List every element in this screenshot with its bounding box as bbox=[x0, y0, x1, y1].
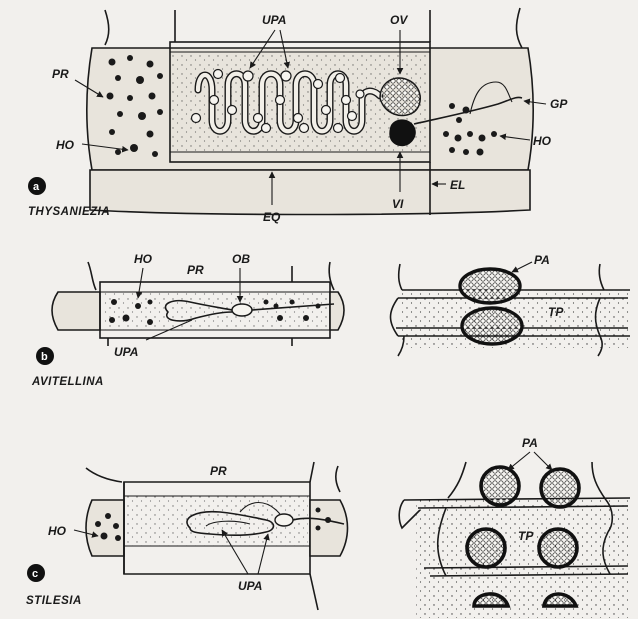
panel-b: HO PR OB UPA PA TP b AVITELLINA bbox=[31, 252, 630, 388]
panel-b-badge-text: b bbox=[41, 351, 48, 363]
label-vi: VI bbox=[392, 197, 404, 211]
label-pa-b: PA bbox=[534, 253, 550, 267]
label-upa-c: UPA bbox=[238, 579, 262, 593]
label-ho-a-left: HO bbox=[56, 138, 75, 152]
ob-organ-c bbox=[275, 514, 293, 526]
label-ho-c: HO bbox=[48, 524, 67, 538]
label-el: EL bbox=[450, 178, 465, 192]
label-pr-c: PR bbox=[210, 464, 227, 478]
label-ho-a-right: HO bbox=[533, 134, 552, 148]
panel-a: UPA OV PR HO GP HO EL EQ VI a THYSANIEZI… bbox=[28, 8, 568, 224]
panel-c-badge-text: c bbox=[32, 568, 38, 580]
label-tp-b: TP bbox=[548, 305, 564, 319]
label-ho-b: HO bbox=[134, 252, 153, 266]
panel-c-title: STILESIA bbox=[26, 595, 82, 607]
pa-organ-c-2 bbox=[541, 469, 579, 507]
panel-b-title: AVITELLINA bbox=[31, 376, 104, 388]
ob-organ bbox=[232, 304, 252, 316]
pa-organ-c-3 bbox=[467, 529, 505, 567]
ovary bbox=[380, 78, 420, 116]
label-pr-a: PR bbox=[52, 67, 69, 81]
label-pa-c: PA bbox=[522, 436, 538, 450]
label-ob: OB bbox=[232, 252, 250, 266]
label-gp: GP bbox=[550, 97, 568, 111]
pa-organ-b-1 bbox=[460, 269, 520, 303]
label-eq: EQ bbox=[263, 210, 281, 224]
panel-c: PR HO UPA PA TP c STILESIA bbox=[26, 436, 630, 618]
panel-a-badge-text: a bbox=[33, 181, 40, 193]
label-upa-a: UPA bbox=[262, 13, 286, 27]
label-pr-b: PR bbox=[187, 263, 204, 277]
panel-a-title: THYSANIEZIA bbox=[28, 206, 110, 218]
label-ov: OV bbox=[390, 13, 408, 27]
label-upa-b: UPA bbox=[114, 345, 138, 359]
pa-organ-b-2 bbox=[462, 308, 522, 344]
pa-organ-c-4 bbox=[539, 529, 577, 567]
pa-organ-c-1 bbox=[481, 467, 519, 505]
label-tp-c: TP bbox=[518, 529, 534, 543]
